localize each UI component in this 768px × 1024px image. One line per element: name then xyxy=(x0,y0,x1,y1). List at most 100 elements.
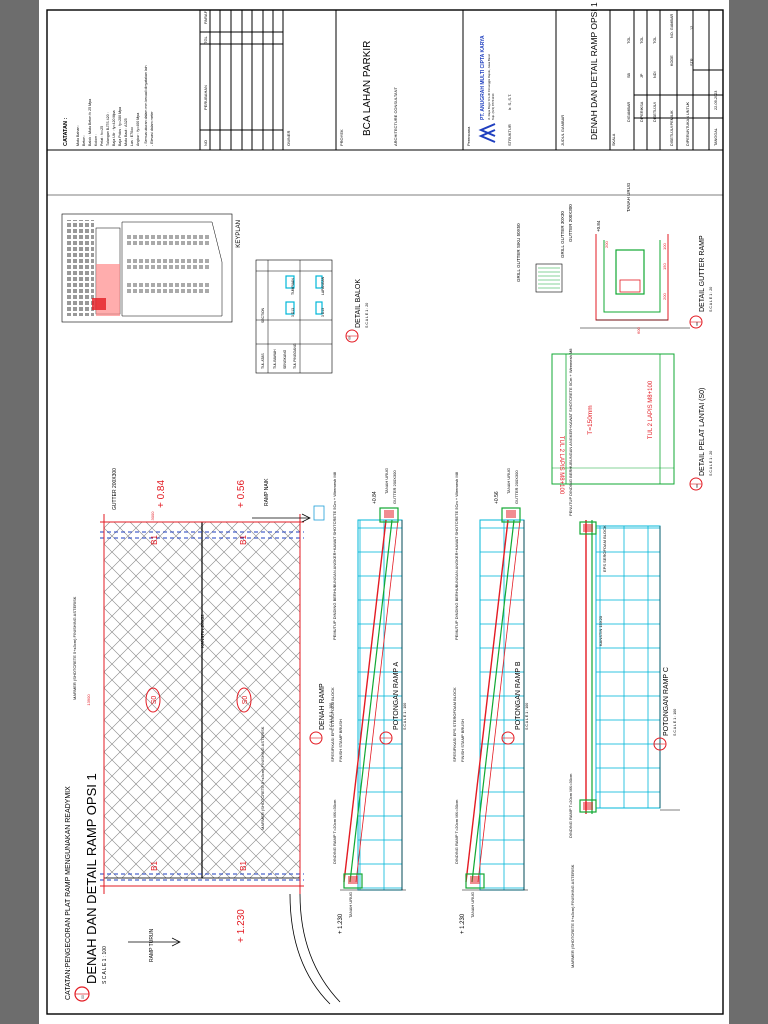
rev-paraf-head: PARAF xyxy=(203,10,208,24)
title-block: CATATAN : Mutu Bahan : Beton : Balok : M… xyxy=(47,2,723,151)
level-top-left: + 0.84 xyxy=(156,480,167,509)
balok-section-label: SECTION xyxy=(261,307,265,323)
catatan-line: Angkur : fy=400 Mpa xyxy=(136,113,140,146)
gutter-dim-0: 200 xyxy=(604,241,609,248)
grill-small-label: GRILL GUTTER SIKU 50X50 xyxy=(516,223,521,282)
disetujui-label: DISETUJUI xyxy=(653,102,657,122)
proyek-heading: PROYEK xyxy=(339,129,344,146)
rev-change-head: PERUBAHAN xyxy=(203,85,208,110)
catatan-line: Las : E70xx xyxy=(130,127,134,146)
section-tanah-bottom: TANAH URUG xyxy=(348,892,353,918)
balok-scale: S C A L E 1 : 20 xyxy=(365,303,369,328)
section-note-top: PEMUTUP DINDING BERHUBUNGAN ANGKER+KAWAT… xyxy=(332,471,337,640)
rev-no-head: NO xyxy=(203,140,208,146)
diperuntukan-label: DIPERUNTUKAN UNTUK xyxy=(686,101,690,146)
company-name: PT. ANUGRAH MULTI CIPTA KARYA xyxy=(480,35,486,120)
ramp-turun-label: RAMP TURUN xyxy=(149,928,155,962)
catatan-line: Mutu Bahan : xyxy=(76,125,80,146)
pelat-bot-reinf: TUL 2 LAPIS M8+100 xyxy=(558,436,564,495)
section-c-scale: S C A L E 1 : 100 xyxy=(673,709,677,736)
section-c-eps: EPS SEROFOAM BLOCK xyxy=(602,525,607,572)
pelat-scale: S C A L E 1 : 20 xyxy=(709,451,713,476)
pelat-title: DETAIL PELAT LANTAI (S0) xyxy=(699,388,706,476)
denah-ramp-scale: S C A L E 1 : 100 xyxy=(329,703,333,730)
ramp-plan: CATATAN:PENGECORAN PLAT RAMP MENGUNAKAN … xyxy=(65,468,341,1005)
plan-dim-length: 13900 xyxy=(86,694,91,706)
disetujui-date: TGL xyxy=(653,37,657,44)
diperiksa-value: JP xyxy=(640,73,644,78)
catatan-line: Balok : Mutu Beton fc 25 Mpa xyxy=(88,99,92,146)
tanggal-label: TANGGAL xyxy=(714,128,718,146)
ramp-slab-green xyxy=(471,519,515,883)
level-top-right: + 0.56 xyxy=(236,480,247,509)
catatan-line: Baja Polos : fy=280 Mpa xyxy=(118,107,122,146)
section-tanah-urug: TANAH URUG xyxy=(384,468,389,494)
kansteen-label: KANSTIN 20X32 xyxy=(200,614,205,648)
plan-gutter-label: GUTTER 200X300 xyxy=(112,468,118,510)
section-title: POTONGAN RAMP B xyxy=(515,661,522,730)
catatan-line: Beton : xyxy=(82,135,86,146)
digambar-label: DIGAMBAR xyxy=(627,101,631,122)
level-bottom: + 1.230 xyxy=(236,909,247,943)
section-tanah-bottom: TANAH URUG xyxy=(470,892,475,918)
gutter-label: GUTTER 200X300 xyxy=(568,204,573,242)
proyek-name: BCA LAHAN PARKIR xyxy=(362,41,373,136)
section-tanah-urug: TANAH URUG xyxy=(506,468,511,494)
perencana-heading: Perencana xyxy=(466,126,471,146)
grill-label: GRILL GUTTER 30X30 xyxy=(560,211,565,258)
balok-badge: 00 xyxy=(348,336,352,340)
detail-gutter: GRILL GUTTER SIKU 50X50 200 200 150 600 … xyxy=(516,182,713,334)
section-gutter: GUTTER 200X300 xyxy=(392,470,397,504)
plan-tag xyxy=(313,505,325,521)
catatan-lines: Mutu Bahan : Beton : Balok : Mutu Beton … xyxy=(76,65,154,146)
catatan-line: Kolom : xyxy=(94,134,98,146)
s0-badge-left xyxy=(145,687,161,713)
section-note-wall: DINDING RAMP T=20cm MX=30cm xyxy=(454,799,459,864)
diperiksa-label: DIPERIKSA xyxy=(640,101,644,122)
balok-pinggang-label: TUL PINGGANG xyxy=(293,343,297,369)
detail-pelat: T=150mm TUL 2 LAPIS M8+100 TUL 2 LAPIS M… xyxy=(551,353,713,495)
balok-tul-atas-label: TUL.ATAS xyxy=(261,353,265,369)
balok-sengkang-label: SENGKANG xyxy=(283,349,287,369)
company-address-2: Telp. (021) 87741234 xyxy=(491,93,495,120)
digambar-value: SB xyxy=(627,72,631,78)
catatan-line: Baja Ulir : fy=420 Mpa xyxy=(112,111,116,146)
pelat-badge: 00 xyxy=(695,484,699,488)
catatan-line: - Elevasi dalam meter xyxy=(150,110,154,146)
disetujui-pemilik: DISETUJUI PEMILIK xyxy=(670,110,674,146)
section-note-wall: DINDING RAMP T=20cm MX=30cm xyxy=(332,799,337,864)
denah-ramp-label: DENAH RAMP S C A L E 1 : 100 xyxy=(309,683,333,745)
b1-bottom-right: B1 xyxy=(239,861,248,871)
beam-top xyxy=(501,507,521,523)
b1-top-left: B1 xyxy=(150,535,159,545)
tanggal-value: 22-09-2023 xyxy=(714,91,718,110)
s0-label-right: S0 xyxy=(242,696,249,705)
beam-top-fill xyxy=(384,510,394,518)
plan-marker-low: MARMER (SHOTCRETE 5+x3cm) FINISHING ASTE… xyxy=(260,726,265,830)
section-scale: S C A L E 1 : 100 xyxy=(403,703,407,730)
section-c-top-note: PENUTUP DINDING BERHUBUNGAN ANGKER+KAWAT… xyxy=(568,348,573,516)
section-note-eps: SPESIFIKASI EPS STEROFOAM BLOCK xyxy=(452,687,457,762)
rev-date-head: TGL xyxy=(203,35,208,44)
pelat-thickness: T=150mm xyxy=(587,405,594,434)
no-gambar-label: NO. GAMBAR xyxy=(670,13,674,38)
catatan-line: Mutu Baut : A325 xyxy=(124,118,128,146)
gutter-title: DETAIL GUTTER RAMP xyxy=(699,235,706,312)
judul-heading: JUDUL GAMBAR xyxy=(560,115,565,146)
section-level-bottom: + 1.230 xyxy=(460,913,466,934)
section-note-eps: SPESIFIKASI EPS STEROFOAM BLOCK xyxy=(330,687,335,762)
pelat-top-reinf: TUL 2 LAPIS M8+100 xyxy=(648,380,654,439)
balok-head-lapangan: LAPANGAN xyxy=(321,276,325,295)
ramp-lane-turun xyxy=(103,521,203,879)
section-note-finish: FINISH STAMP BRUSH xyxy=(338,719,343,762)
struktur-heading: STRUKTUR xyxy=(507,124,512,146)
denah-ramp-title: DENAH RAMP xyxy=(319,683,326,730)
kode-value: STR xyxy=(690,58,694,66)
beam-top-fill xyxy=(506,510,516,518)
ramp-slab-edge xyxy=(355,519,399,883)
catatan-line: Pelat : fc=25 xyxy=(100,126,104,146)
plan-note: CATATAN:PENGECORAN PLAT RAMP MENGUNAKAN … xyxy=(65,786,72,1000)
